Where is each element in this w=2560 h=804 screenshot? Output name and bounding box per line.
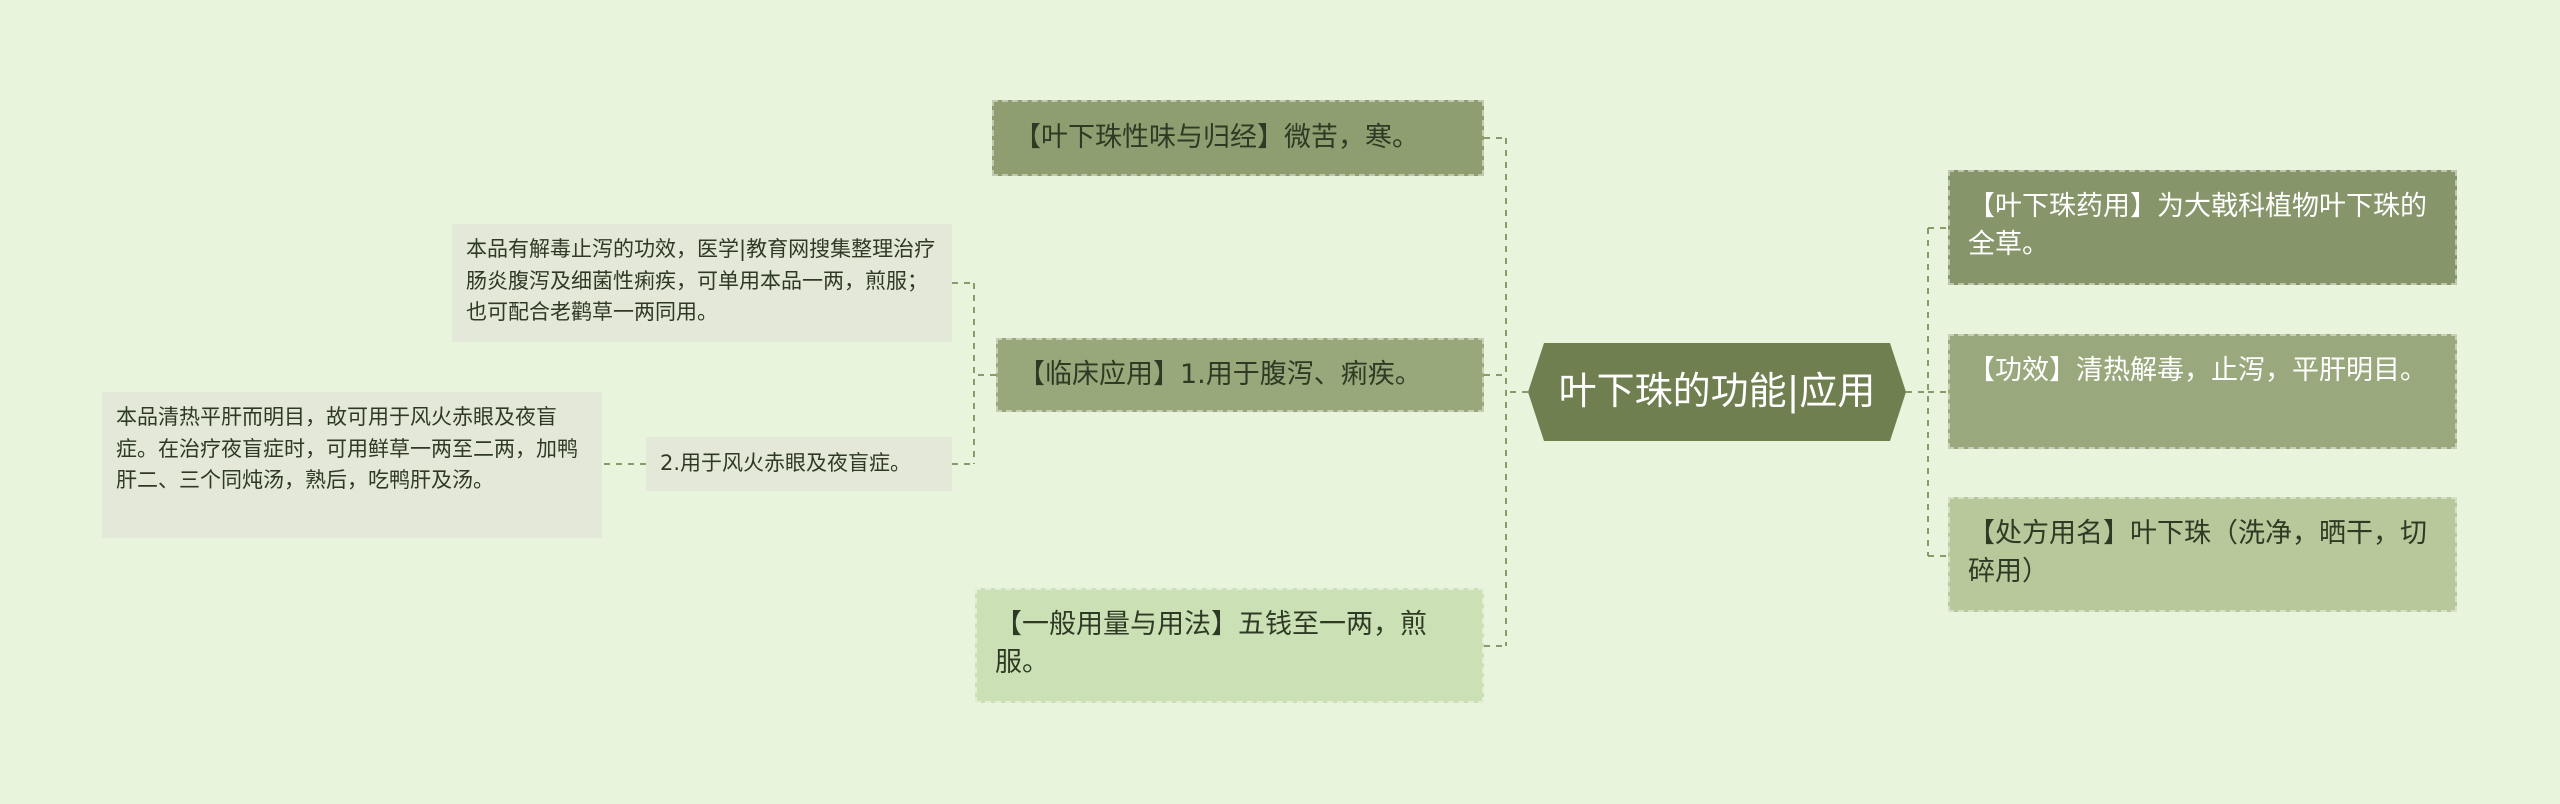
node-clinical-use[interactable]: 【临床应用】1.用于腹泻、痢疾。	[996, 338, 1484, 412]
node-prescription-name-label: 【处方用名】叶下珠（洗净，晒干，切碎用）	[1968, 518, 2427, 587]
node-eye-item[interactable]: 2.用于风火赤眼及夜盲症。	[646, 437, 952, 491]
node-medicinal-use[interactable]: 【叶下珠药用】为大戟科植物叶下珠的全草。	[1948, 170, 2457, 285]
node-taste-meridian[interactable]: 【叶下珠性味与归经】微苦，寒。	[992, 100, 1484, 176]
node-eye-note[interactable]: 本品清热平肝而明目，故可用于风火赤眼及夜盲症。在治疗夜盲症时，可用鲜草一两至二两…	[102, 392, 602, 538]
node-medicinal-use-label: 【叶下珠药用】为大戟科植物叶下珠的全草。	[1968, 191, 2427, 260]
central-topic-label: 叶下珠的功能|应用	[1558, 369, 1876, 414]
node-efficacy[interactable]: 【功效】清热解毒，止泻，平肝明目。	[1948, 334, 2457, 449]
node-clinical-use-label: 【临床应用】1.用于腹泻、痢疾。	[1018, 359, 1422, 391]
node-prescription-name[interactable]: 【处方用名】叶下珠（洗净，晒干，切碎用）	[1948, 497, 2457, 612]
node-dosage[interactable]: 【一般用量与用法】五钱至一两，煎服。	[975, 588, 1484, 703]
node-taste-meridian-label: 【叶下珠性味与归经】微苦，寒。	[1014, 122, 1419, 154]
central-topic[interactable]: 叶下珠的功能|应用	[1528, 343, 1906, 441]
node-diarrhea-note-label: 本品有解毒止泻的功效，医学|教育网搜集整理治疗肠炎腹泻及细菌性痢疾，可单用本品一…	[466, 237, 936, 324]
node-diarrhea-note[interactable]: 本品有解毒止泻的功效，医学|教育网搜集整理治疗肠炎腹泻及细菌性痢疾，可单用本品一…	[452, 224, 952, 342]
node-eye-note-label: 本品清热平肝而明目，故可用于风火赤眼及夜盲症。在治疗夜盲症时，可用鲜草一两至二两…	[116, 405, 578, 492]
node-eye-item-label: 2.用于风火赤眼及夜盲症。	[660, 451, 912, 476]
node-efficacy-label: 【功效】清热解毒，止泻，平肝明目。	[1968, 355, 2427, 386]
node-dosage-label: 【一般用量与用法】五钱至一两，煎服。	[995, 609, 1427, 678]
